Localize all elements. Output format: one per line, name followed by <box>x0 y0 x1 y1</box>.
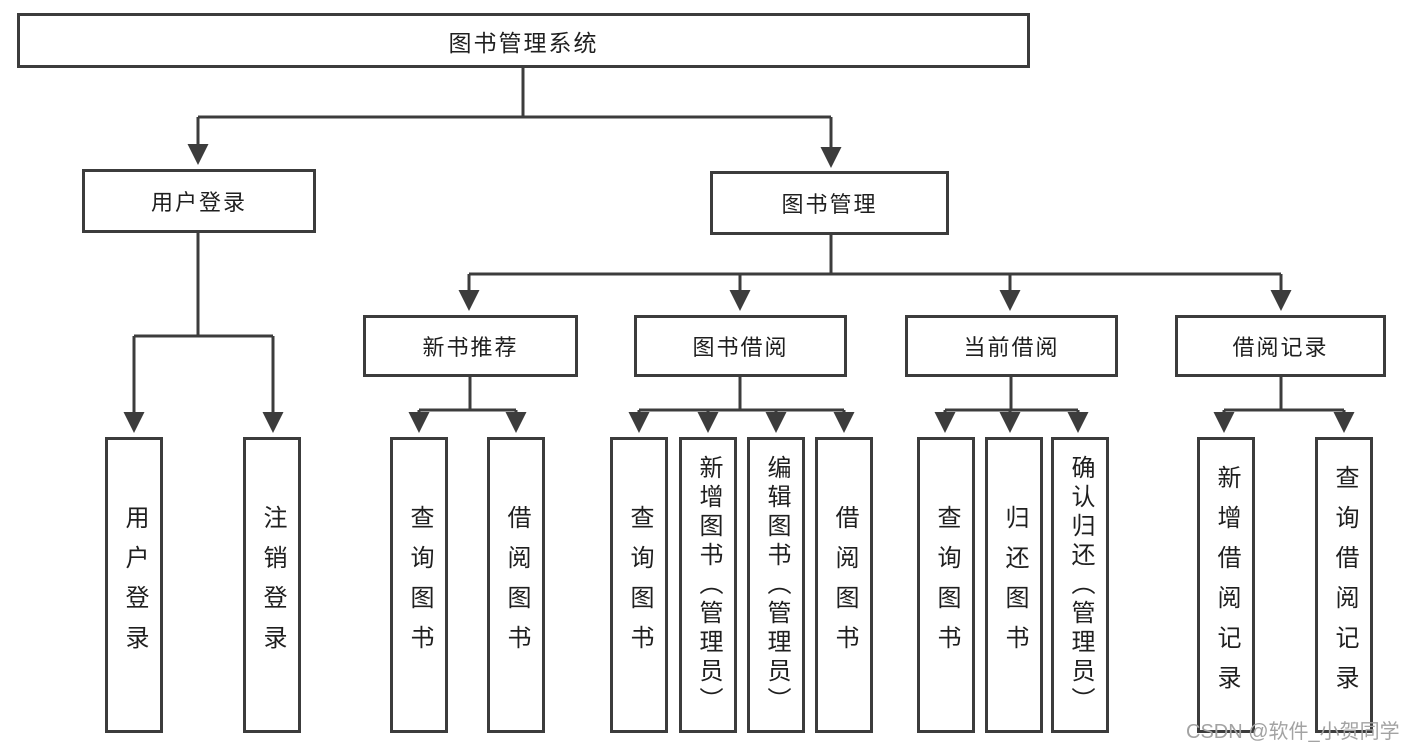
leaf-edit-books-admin-label: 编辑图书（管理员） <box>763 454 790 716</box>
leaf-confirm-return-admin-label: 确认归还（管理员） <box>1067 454 1094 716</box>
leaf-borrow-books-recommend: 借阅图书 <box>487 437 545 733</box>
leaf-add-borrow-record-label: 新增借阅记录 <box>1213 465 1240 705</box>
leaf-query-books-current-label: 查询图书 <box>933 505 960 665</box>
node-borrowing-records: 借阅记录 <box>1175 315 1386 377</box>
leaf-user-login: 用户登录 <box>105 437 163 733</box>
leaf-query-borrow-record: 查询借阅记录 <box>1315 437 1373 733</box>
node-new-book-recommend: 新书推荐 <box>363 315 578 377</box>
node-book-borrowing-label: 图书借阅 <box>692 335 789 360</box>
node-book-management: 图书管理 <box>710 171 949 235</box>
leaf-return-books: 归还图书 <box>985 437 1043 733</box>
node-current-borrowing-label: 当前借阅 <box>963 335 1060 360</box>
leaf-query-books-borrowing-label: 查询图书 <box>626 505 653 665</box>
leaf-query-books-recommend-label: 查询图书 <box>406 505 433 665</box>
leaf-return-books-label: 归还图书 <box>1001 505 1028 665</box>
node-book-management-label: 图书管理 <box>781 192 878 217</box>
leaf-edit-books-admin: 编辑图书（管理员） <box>747 437 805 733</box>
leaf-logout: 注销登录 <box>243 437 301 733</box>
leaf-borrow-books-borrowing-label: 借阅图书 <box>831 505 858 665</box>
leaf-query-borrow-record-label: 查询借阅记录 <box>1331 465 1358 705</box>
node-user-login-label: 用户登录 <box>150 190 247 215</box>
leaf-query-books-recommend: 查询图书 <box>390 437 448 733</box>
csdn-watermark: CSDN @软件_小贺同学 <box>1186 721 1400 743</box>
leaf-borrow-books-borrowing: 借阅图书 <box>815 437 873 733</box>
node-borrowing-records-label: 借阅记录 <box>1232 335 1329 360</box>
node-new-book-recommend-label: 新书推荐 <box>422 335 519 360</box>
node-root-label: 图书管理系统 <box>448 29 599 56</box>
leaf-add-books-admin-label: 新增图书（管理员） <box>695 454 722 716</box>
leaf-add-books-admin: 新增图书（管理员） <box>679 437 737 733</box>
node-current-borrowing: 当前借阅 <box>905 315 1118 377</box>
leaf-query-books-current: 查询图书 <box>917 437 975 733</box>
leaf-query-books-borrowing: 查询图书 <box>610 437 668 733</box>
leaf-logout-label: 注销登录 <box>259 505 286 665</box>
node-book-borrowing: 图书借阅 <box>634 315 847 377</box>
node-root-library-system: 图书管理系统 <box>17 13 1030 68</box>
leaf-borrow-books-recommend-label: 借阅图书 <box>503 505 530 665</box>
leaf-add-borrow-record: 新增借阅记录 <box>1197 437 1255 733</box>
node-user-login: 用户登录 <box>82 169 316 233</box>
leaf-user-login-label: 用户登录 <box>121 505 148 665</box>
leaf-confirm-return-admin: 确认归还（管理员） <box>1051 437 1109 733</box>
